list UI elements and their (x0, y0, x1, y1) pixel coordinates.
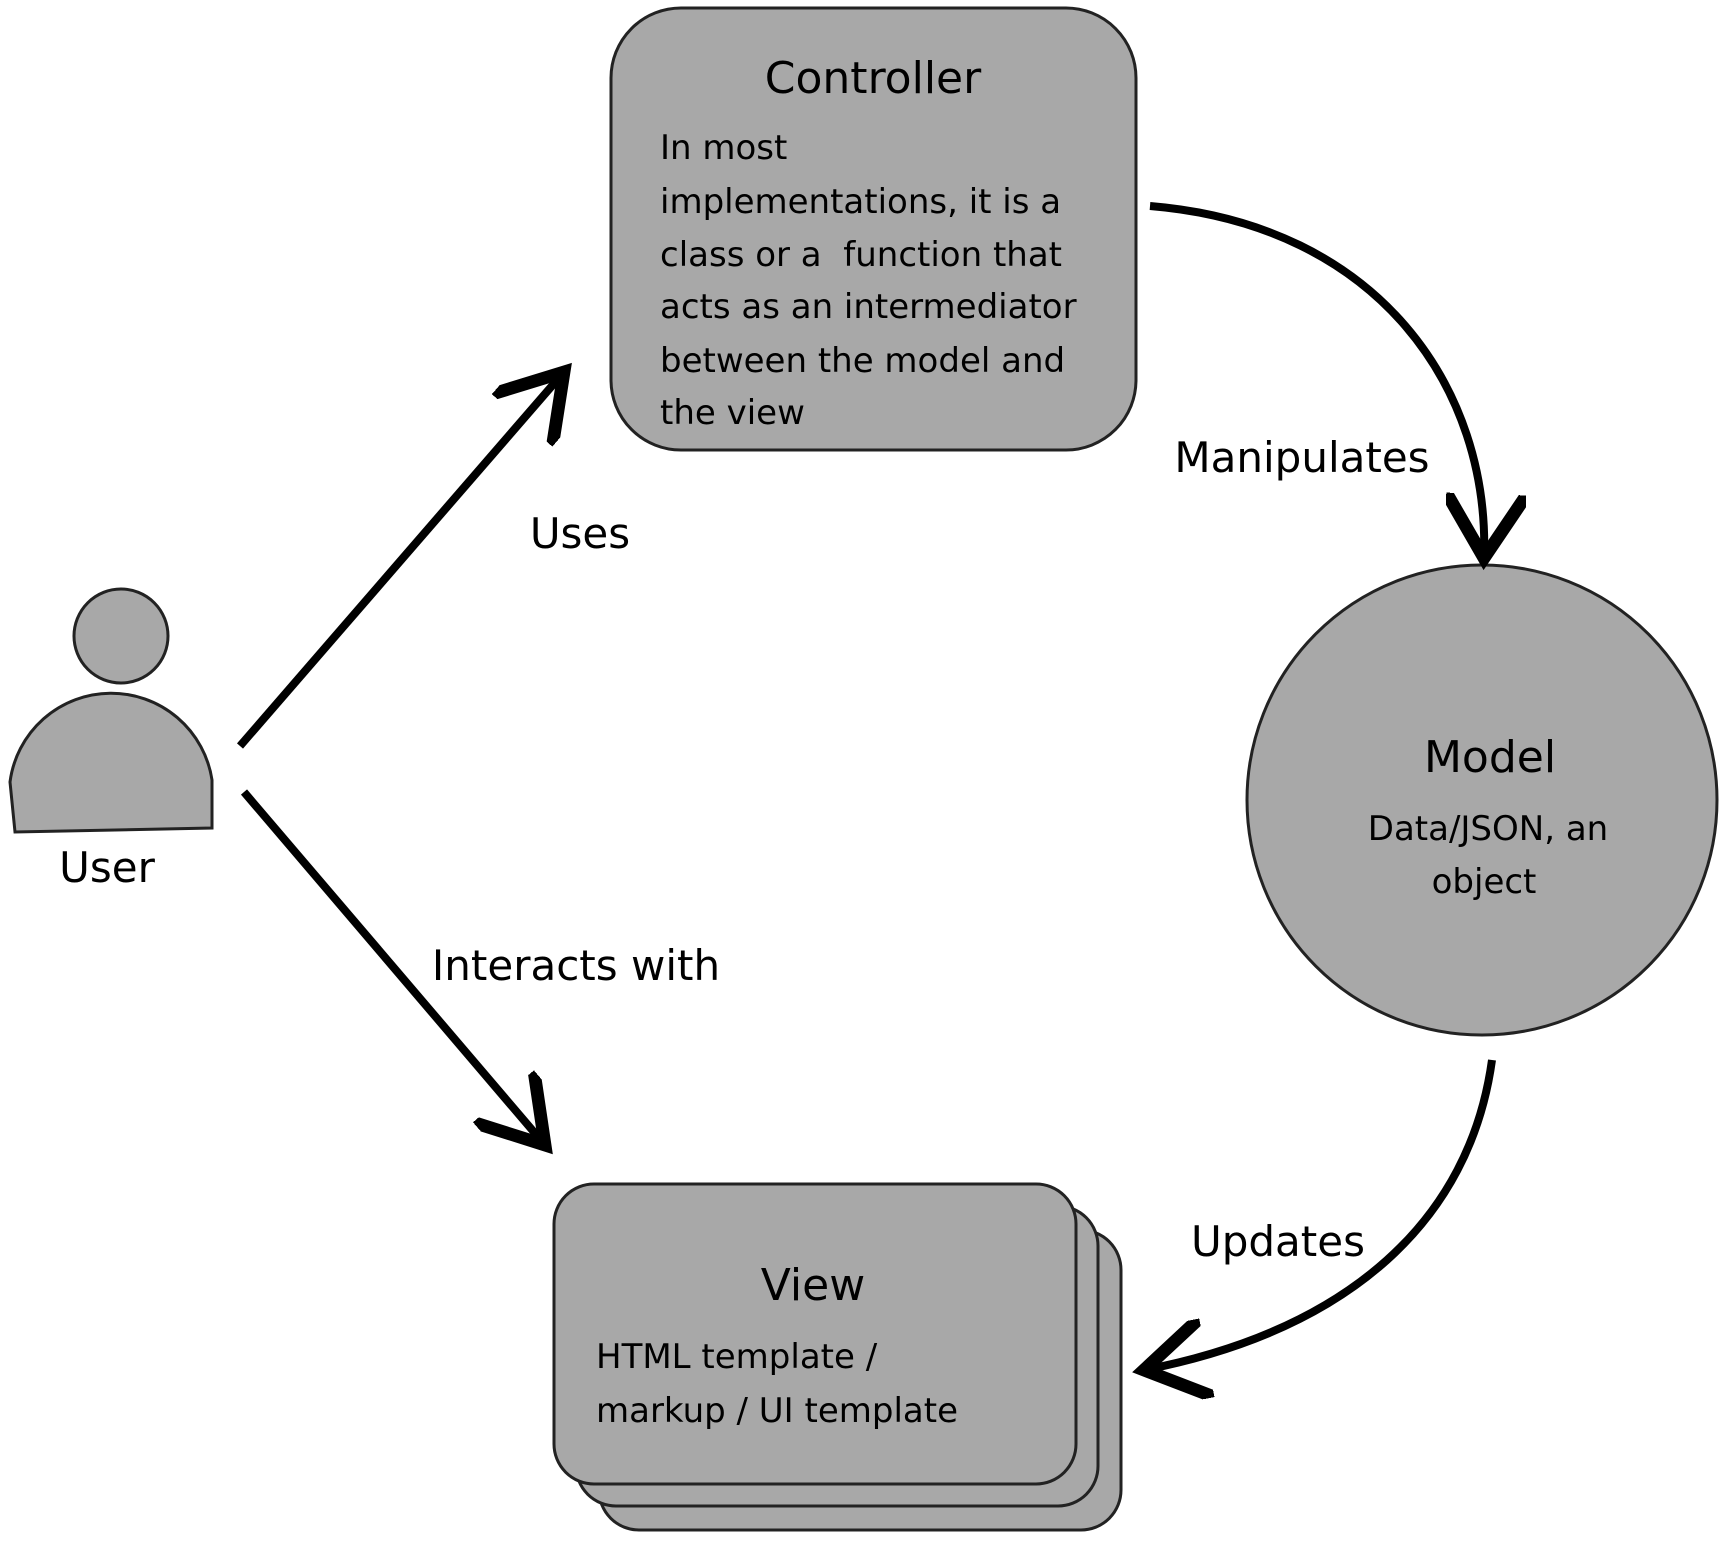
view-line-1: HTML template / (596, 1337, 878, 1377)
user-icon (8, 587, 214, 834)
controller-line-4: acts as an intermediator (660, 287, 1077, 327)
manipulates-label: Manipulates (1174, 433, 1429, 482)
model-circle (1245, 563, 1719, 1037)
controller-title: Controller (765, 53, 982, 104)
uses-arrow (236, 372, 564, 749)
controller-line-5: between the model and (660, 341, 1065, 381)
user-label: User (59, 843, 155, 892)
model-line-1: Data/JSON, an (1368, 809, 1608, 849)
manipulates-arrow (1149, 202, 1484, 558)
view-node: View HTML template / markup / UI templat… (552, 1182, 1123, 1532)
controller-line-1: In most (660, 128, 787, 168)
model-title: Model (1424, 732, 1556, 783)
interacts-with-arrow (240, 789, 545, 1145)
user-head (72, 587, 170, 685)
updates-arrow (1144, 1059, 1496, 1370)
controller-line-3: class or a function that (660, 235, 1062, 275)
view-line-2: markup / UI template (596, 1391, 958, 1431)
view-box (552, 1182, 1078, 1486)
controller-node: Controller In most implementations, it i… (609, 6, 1138, 452)
controller-box (609, 6, 1138, 452)
controller-line-2: implementations, it is a (660, 182, 1061, 222)
controller-line-6: the view (660, 393, 805, 433)
updates-label: Updates (1191, 1217, 1365, 1266)
model-line-2: object (1432, 862, 1537, 902)
uses-label: Uses (530, 509, 630, 558)
interacts-with-label: Interacts with (432, 941, 720, 990)
user-node: User (8, 587, 214, 892)
model-node: Model Data/JSON, an object (1245, 563, 1719, 1037)
user-body (8, 691, 214, 834)
view-title: View (761, 1260, 865, 1311)
